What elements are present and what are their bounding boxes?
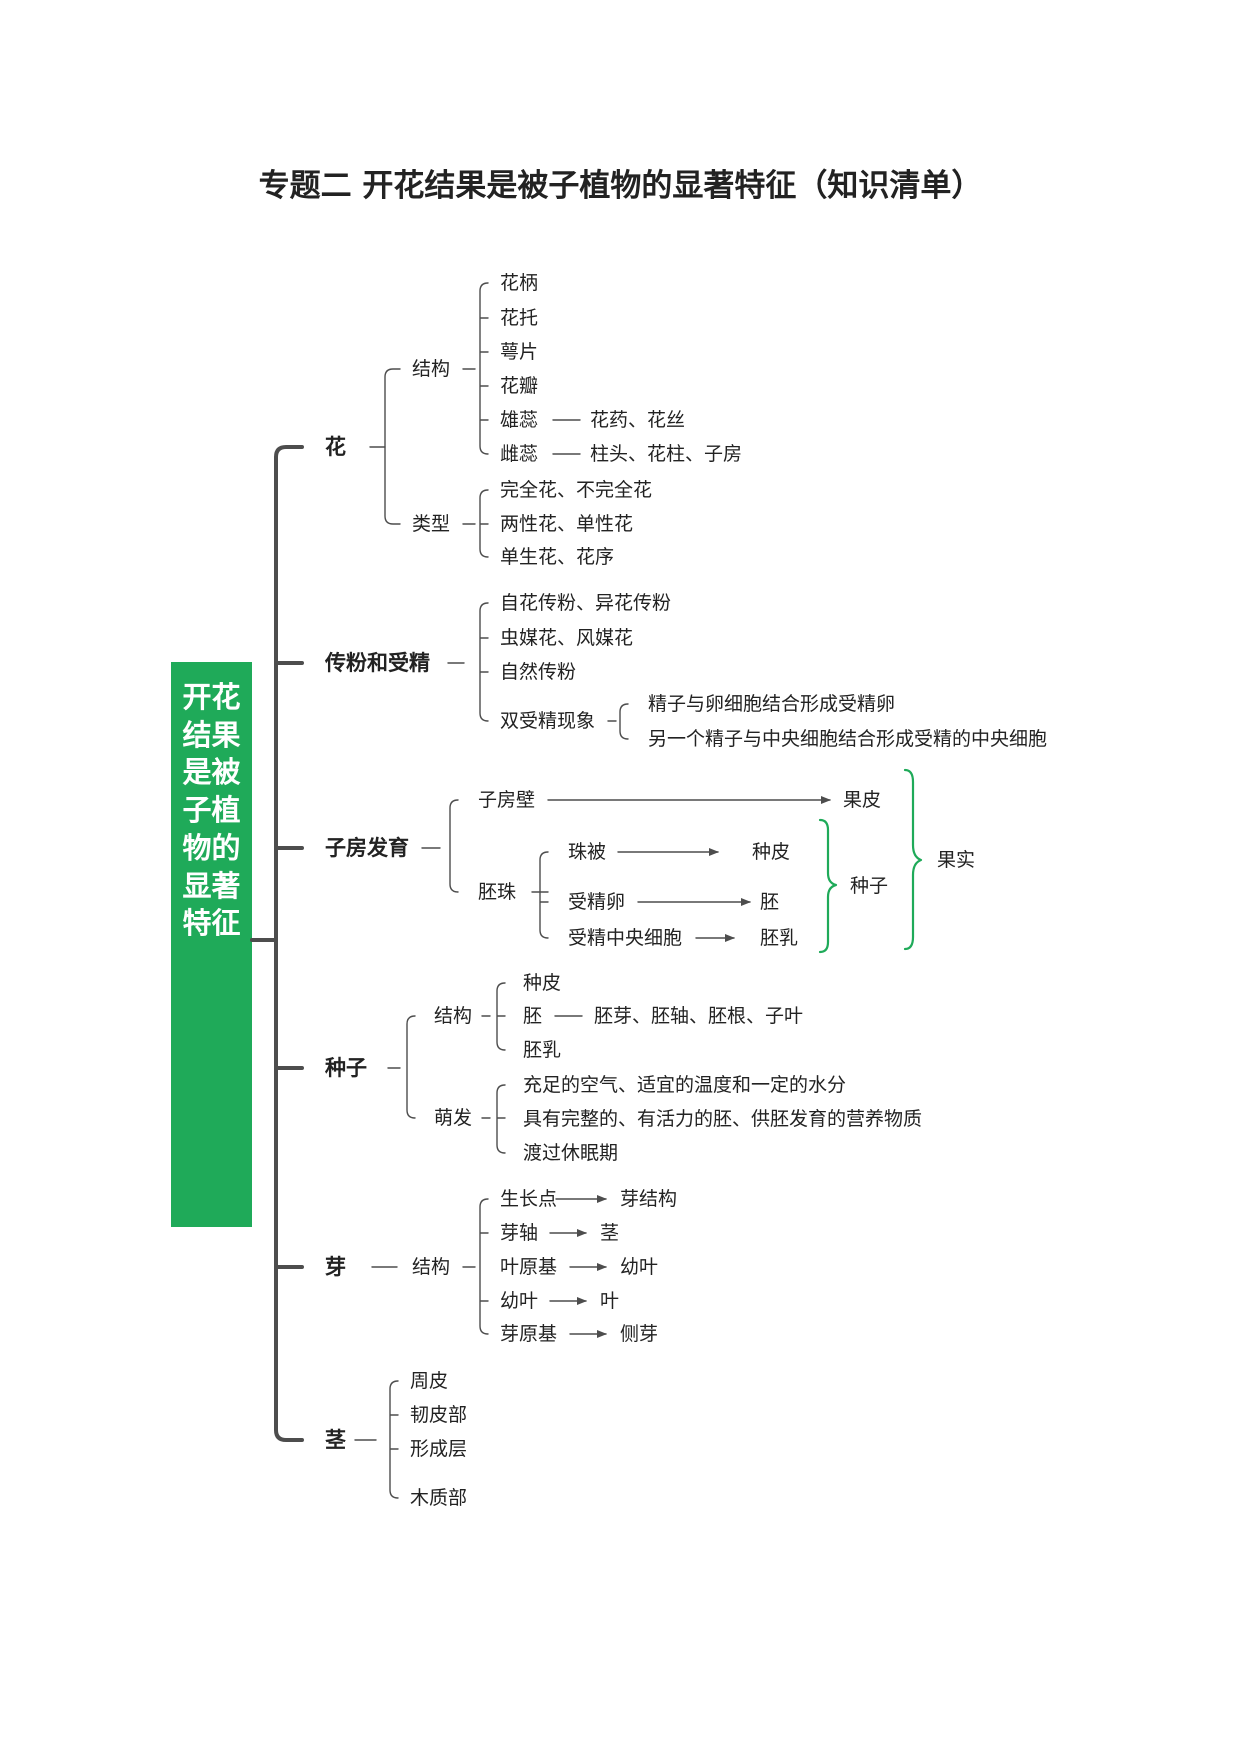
pollination-item: 双受精现象 — [500, 710, 596, 732]
flower-types-bracket — [462, 489, 489, 558]
branch-pollination-label: 传粉和受精 — [325, 651, 430, 675]
seed-coat: 种皮 — [752, 841, 791, 863]
flower-structure-item: 花瓣 — [500, 375, 539, 397]
ovule: 胚珠 — [478, 881, 517, 903]
germination-item: 充足的空气、适宜的温度和一定的水分 — [523, 1074, 847, 1096]
branch-ovary-label: 子房发育 — [325, 836, 409, 860]
central-topic-label: 开花结果是被子植物的显著特征 — [182, 680, 241, 941]
bud-item-from: 生长点 — [500, 1188, 558, 1210]
bud-structure-label: 结构 — [412, 1256, 451, 1278]
double-fertilization-item: 另一个精子与中央细胞结合形成受精的中央细胞 — [648, 728, 1048, 750]
bud-structure-bracket — [462, 1198, 489, 1335]
page-title: 专题二 开花结果是被子植物的显著特征（知识清单） — [258, 168, 983, 204]
seed-structure-label: 结构 — [434, 1005, 473, 1027]
seed-structure-item: 胚 — [523, 1005, 543, 1027]
stem-item: 形成层 — [410, 1438, 468, 1460]
double-fertilization-bracket — [607, 703, 629, 740]
flower-structure-item: 雌蕊 — [500, 443, 539, 465]
pollination-bracket — [447, 602, 489, 722]
flower-type-item: 完全花、不完全花 — [500, 479, 653, 501]
flower-types-label: 类型 — [412, 513, 451, 535]
pericarp: 果皮 — [843, 789, 882, 811]
germination-item: 具有完整的、有活力的胚、供胚发育的营养物质 — [523, 1108, 923, 1130]
bud-item-from: 芽原基 — [500, 1323, 558, 1345]
flower-structure-item: 雄蕊 — [500, 409, 539, 431]
seed-bracket — [387, 1015, 416, 1119]
germination-item: 渡过休眠期 — [523, 1142, 619, 1164]
integument: 珠被 — [568, 841, 607, 863]
fruit-result: 果实 — [937, 849, 976, 871]
embryo-detail: 胚芽、胚轴、胚根、子叶 — [594, 1005, 804, 1027]
bud-item-from: 幼叶 — [500, 1290, 539, 1312]
ovary-bracket — [421, 799, 459, 893]
central-topic-box: 开花结果是被子植物的显著特征 — [171, 662, 252, 1227]
seed-result: 种子 — [850, 875, 889, 897]
bud-item-from: 叶原基 — [500, 1256, 558, 1278]
stem-item: 韧皮部 — [410, 1404, 468, 1426]
double-fertilization-item: 精子与卵细胞结合形成受精卵 — [648, 693, 896, 715]
ovule-bracket — [531, 851, 549, 939]
bud-item-to: 茎 — [600, 1222, 620, 1244]
flower-structure-label: 结构 — [412, 358, 451, 380]
pollination-item: 虫媒花、风媒花 — [500, 627, 634, 649]
bud-item-to: 侧芽 — [620, 1323, 659, 1345]
flower-structure-item: 花柄 — [500, 272, 539, 294]
flower-sub-bracket — [384, 368, 401, 525]
bud-item-to: 芽结构 — [620, 1188, 678, 1210]
embryo: 胚 — [760, 891, 780, 913]
seed-structure-item: 胚乳 — [523, 1039, 562, 1061]
branch-flower-label: 花 — [325, 435, 346, 459]
pollination-item: 自花传粉、异花传粉 — [500, 592, 672, 614]
branch-seed-label: 种子 — [325, 1056, 367, 1080]
endosperm: 胚乳 — [760, 927, 799, 949]
flower-type-item: 两性花、单性花 — [500, 513, 634, 535]
pollination-item: 自然传粉 — [500, 661, 577, 683]
bud-item-from: 芽轴 — [500, 1222, 539, 1244]
stem-item: 木质部 — [410, 1487, 468, 1509]
seed-structure-bracket — [481, 982, 506, 1051]
pistil-detail: 柱头、花柱、子房 — [590, 443, 743, 465]
seed-structure-item: 种皮 — [523, 972, 562, 994]
fertilized-egg: 受精卵 — [568, 891, 626, 913]
germination-bracket — [481, 1084, 506, 1154]
stem-bracket — [354, 1380, 399, 1499]
branch-bud-label: 芽 — [325, 1255, 346, 1279]
stem-item: 周皮 — [410, 1370, 449, 1392]
germination-label: 萌发 — [434, 1107, 473, 1129]
seed-curly-brace — [818, 818, 838, 954]
flower-type-item: 单生花、花序 — [500, 546, 615, 568]
stamen-detail: 花药、花丝 — [590, 409, 686, 431]
fruit-curly-brace — [903, 768, 923, 951]
flower-structure-item: 花托 — [500, 307, 539, 329]
fertilized-central-cell: 受精中央细胞 — [568, 927, 683, 949]
bud-item-to: 幼叶 — [620, 1256, 659, 1278]
flower-structure-items-bracket — [479, 282, 489, 455]
bud-item-to: 叶 — [600, 1290, 620, 1312]
flower-structure-item: 萼片 — [500, 341, 539, 363]
branch-stem-label: 茎 — [325, 1428, 346, 1452]
ovary-wall: 子房壁 — [478, 789, 536, 811]
main-spine — [250, 445, 304, 1442]
